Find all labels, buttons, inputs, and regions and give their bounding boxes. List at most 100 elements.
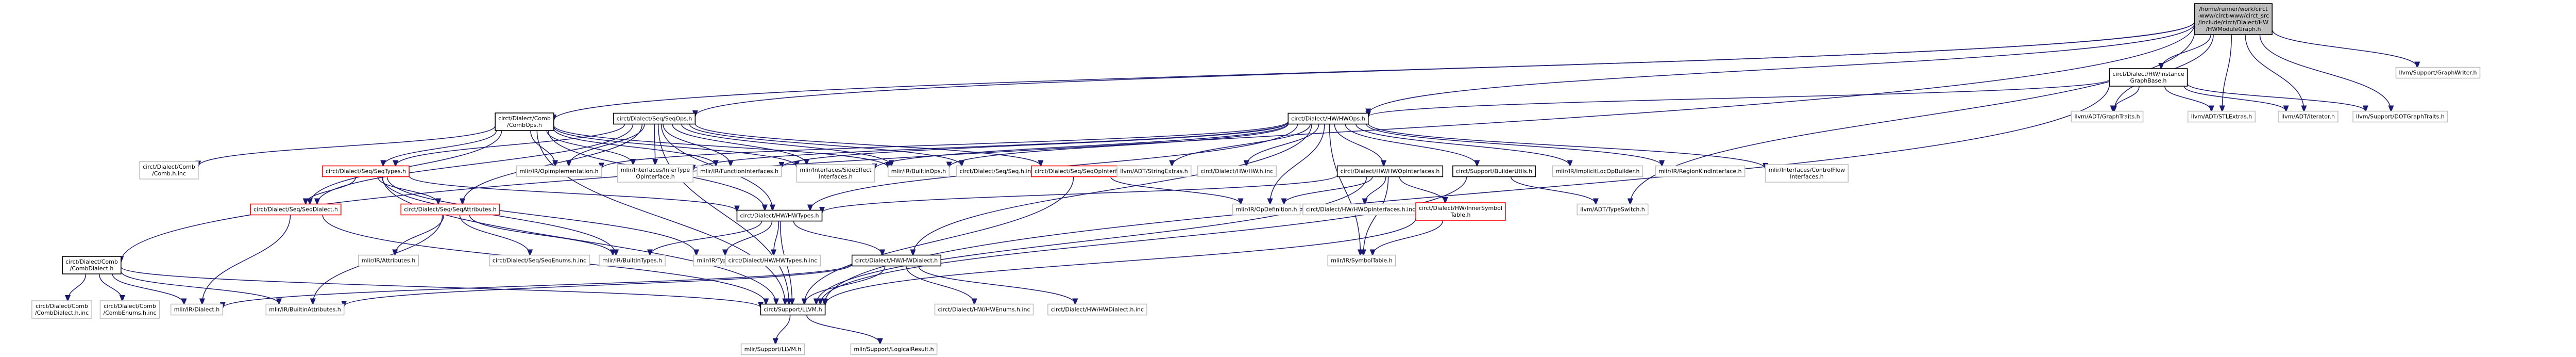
node-label-line: circt/Support/LLVM.h <box>764 306 822 313</box>
node-box <box>2071 110 2144 123</box>
node-dotgraph[interactable]: llvm/Support/DOTGraphTraits.h <box>2352 110 2448 123</box>
edge-root-to-seqops <box>695 21 2195 116</box>
node-implicitloc[interactable]: mlir/IR/ImplicitLocOpBuilder.h <box>1552 165 1643 177</box>
node-label-line: circt/Dialect/Seq/SeqAttributes.h <box>404 206 497 213</box>
edge-llvmh-to-logicalresult <box>806 315 880 344</box>
edge-llvmh-to-mlirllvm <box>775 315 791 344</box>
node-label-line: -www/circt-www/circt_src <box>2198 12 2269 19</box>
node-label-line: mlir/Interfaces/ControlFlow <box>1769 167 1845 173</box>
node-box <box>850 343 938 355</box>
edge-hwops-to-sideeffect <box>875 123 1289 169</box>
node-label-line: mlir/IR/BuiltinAttributes.h <box>269 306 341 313</box>
node-stlextras[interactable]: llvm/ADT/STLExtras.h <box>2187 110 2256 123</box>
node-irdialect[interactable]: mlir/IR/Dialect.h <box>170 303 224 316</box>
node-hwops[interactable]: circt/Dialect/HW/HWOps.h <box>1287 112 1369 125</box>
node-label-line: mlir/Interfaces/SideEffect <box>800 167 872 173</box>
node-symboltable[interactable]: mlir/IR/SymbolTable.h <box>1327 254 1396 267</box>
node-label-line: mlir/IR/Attributes.h <box>362 257 415 264</box>
node-hwdialect[interactable]: circt/Dialect/HW/HWDialect.h <box>851 254 942 267</box>
node-label-line: mlir/Support/LLVM.h <box>744 346 802 353</box>
node-combinc[interactable]: circt/Dialect/Comb/Comb.h.inc <box>139 161 199 180</box>
node-box <box>2278 110 2338 123</box>
node-box <box>358 254 419 267</box>
edge-builderutils-to-typeswitch <box>1510 176 1596 204</box>
node-mlirllvm[interactable]: mlir/Support/LLVM.h <box>740 343 805 355</box>
node-seqhinc[interactable]: circt/Dialect/Seq/Seq.h.inc <box>956 165 1038 177</box>
edge-hwops-to-builderutils <box>1345 124 1477 166</box>
node-llvmh[interactable]: circt/Support/LLVM.h <box>760 303 826 316</box>
node-hwopif[interactable]: circt/Dialect/HW/HWOpInterfaces.h <box>1336 165 1444 177</box>
node-builtintypes[interactable]: mlir/IR/BuiltinTypes.h <box>599 254 666 267</box>
node-builtinops[interactable]: mlir/IR/BuiltinOps.h <box>887 165 950 177</box>
node-box <box>99 300 160 319</box>
node-regionkind[interactable]: mlir/IR/RegionKindInterface.h <box>1655 165 1745 177</box>
edge-root-to-hwops <box>1368 23 2195 114</box>
edge-hwopif-to-llvmh <box>816 176 1367 304</box>
node-seqenumsinc[interactable]: circt/Dialect/Seq/SeqEnums.h.inc <box>489 254 590 267</box>
node-attributes[interactable]: mlir/IR/Attributes.h <box>358 254 419 267</box>
edge-seqattrs-to-attributes <box>395 215 445 255</box>
node-label-line: /Comb.h.inc <box>152 170 186 177</box>
node-label-line: circt/Dialect/HW/HWOps.h <box>1291 116 1365 122</box>
node-box <box>1336 165 1444 177</box>
edge-hwops-to-opdef <box>1270 124 1325 204</box>
node-stringextras[interactable]: llvm/ADT/StringExtras.h <box>1116 165 1192 177</box>
node-builderutils[interactable]: circt/Support/BuilderUtils.h <box>1452 165 1536 177</box>
edge-hwops-to-symboltable <box>1329 124 1360 255</box>
node-typeswitch[interactable]: llvm/ADT/TypeSwitch.h <box>1577 203 1649 216</box>
node-hwopifinc[interactable]: circt/Dialect/HW/HWOpInterfaces.h.inc <box>1302 203 1419 216</box>
node-box <box>250 203 342 216</box>
node-opimpl[interactable]: mlir/IR/OpImplementation.h <box>516 165 602 177</box>
node-box <box>62 256 122 274</box>
edge-hwopif-to-innersym <box>1399 176 1445 203</box>
node-hwhinc[interactable]: circt/Dialect/HW/HW.h.inc <box>1197 165 1277 177</box>
node-combdialectinc[interactable]: circt/Dialect/Comb/CombDialect.h.inc <box>31 300 92 319</box>
node-label-line: circt/Dialect/HW/HWDialect.h <box>855 257 938 264</box>
node-root[interactable]: /home/runner/work/circt-www/circt-www/ci… <box>2194 3 2273 35</box>
node-combops[interactable]: circt/Dialect/Comb/CombOps.h <box>495 112 554 131</box>
node-seqtypes[interactable]: circt/Dialect/Seq/SeqTypes.h <box>322 165 410 177</box>
node-box <box>1452 165 1536 177</box>
node-label-line: mlir/IR/BuiltinTypes.h <box>602 257 662 264</box>
node-seqdialect[interactable]: circt/Dialect/Seq/SeqDialect.h <box>250 203 342 216</box>
node-box <box>1577 203 1649 216</box>
node-label-line: circt/Dialect/Seq/SeqDialect.h <box>253 206 338 213</box>
edge-hwops-to-funcif <box>782 122 1289 168</box>
edge-instgraph-to-iterator <box>2183 86 2286 111</box>
edge-innersym-to-llvmh <box>825 218 1416 305</box>
node-combdialect[interactable]: circt/Dialect/Comb/CombDialect.h <box>62 256 122 274</box>
node-hwdialectinc[interactable]: circt/Dialect/HW/HWDialect.h.inc <box>1047 303 1147 316</box>
node-builtinattrs[interactable]: mlir/IR/BuiltinAttributes.h <box>265 303 345 316</box>
node-graphwriter[interactable]: llvm/Support/GraphWriter.h <box>2395 67 2481 79</box>
node-opdef[interactable]: mlir/IR/OpDefinition.h <box>1232 203 1301 216</box>
node-box <box>265 303 345 316</box>
edge-seqtypes-to-irtypes <box>386 176 696 255</box>
node-logicalresult[interactable]: mlir/Support/LogicalResult.h <box>850 343 938 355</box>
node-label-line: GraphBase.h <box>2130 77 2167 84</box>
node-iterator[interactable]: llvm/ADT/iterator.h <box>2278 110 2338 123</box>
node-box <box>1415 202 1506 221</box>
node-combenumsinc[interactable]: circt/Dialect/Comb/CombEnums.h.inc <box>99 300 160 319</box>
node-hwenumsinc[interactable]: circt/Dialect/HW/HWEnums.h.inc <box>934 303 1034 316</box>
node-hwtypes[interactable]: circt/Dialect/HW/HWTypes.h <box>736 209 823 222</box>
node-hwtypesinc[interactable]: circt/Dialect/HW/HWTypes.h.inc <box>724 254 821 267</box>
node-seqops[interactable]: circt/Dialect/Seq/SeqOps.h <box>613 112 696 125</box>
node-funcif[interactable]: mlir/IR/FunctionInterfaces.h <box>697 165 782 177</box>
node-box <box>400 203 500 216</box>
edge-hwopif-to-opdef <box>1284 176 1373 204</box>
edge-seqops-to-seqopif <box>694 123 1041 166</box>
edge-hwtypes-to-irtypes <box>725 221 773 255</box>
node-box <box>489 254 590 267</box>
nodes-layer: /home/runner/work/circt-www/circt-www/ci… <box>31 3 2481 355</box>
node-label-line: llvm/ADT/StringExtras.h <box>1120 168 1188 175</box>
edge-builderutils-to-llvmh <box>820 176 1467 304</box>
node-label-line: mlir/IR/ImplicitLocOpBuilder.h <box>1556 168 1640 175</box>
node-graphtraits[interactable]: llvm/ADT/GraphTraits.h <box>2071 110 2144 123</box>
node-seqattrs[interactable]: circt/Dialect/Seq/SeqAttributes.h <box>400 203 500 216</box>
